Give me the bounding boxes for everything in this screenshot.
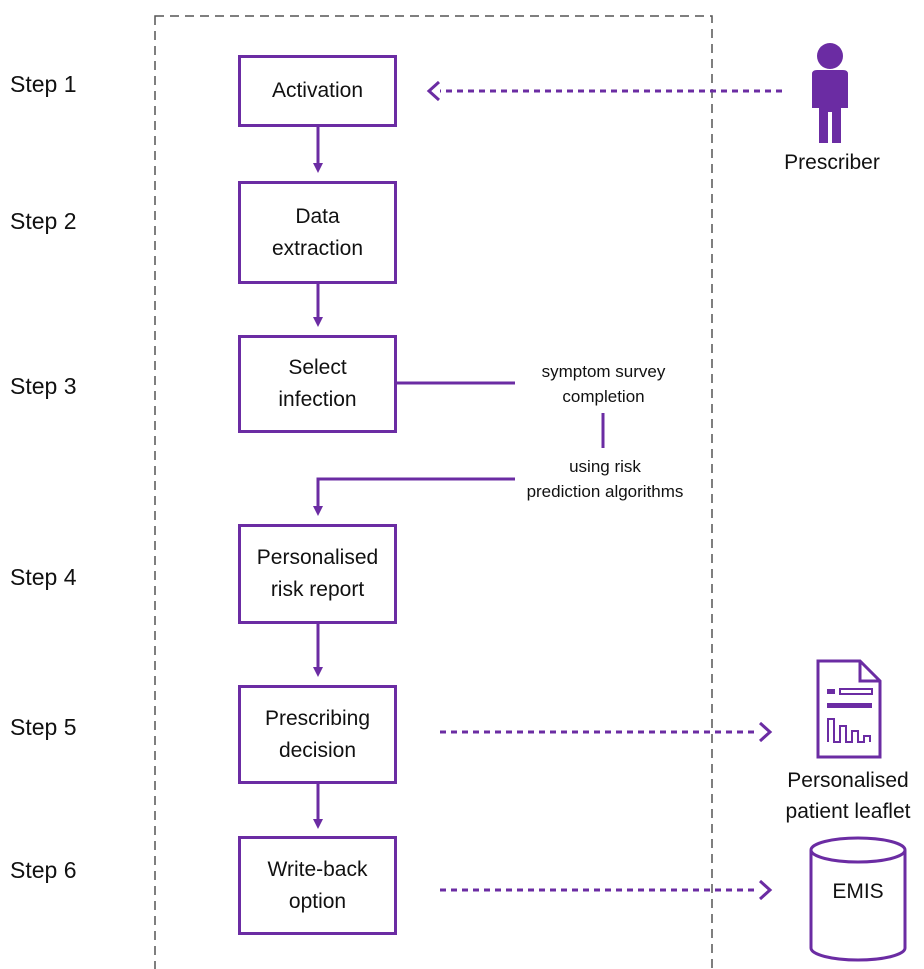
survey-note: symptom survey completion <box>516 359 691 409</box>
step-4-label: Step 4 <box>10 564 77 590</box>
flow-arrows <box>313 126 605 829</box>
person-icon <box>812 43 848 143</box>
document-chart-icon <box>816 659 882 759</box>
side-arrowheads <box>426 80 773 901</box>
algorithms-note: using risk prediction algorithms <box>515 454 695 504</box>
write-back-box: Write-back option <box>238 836 397 935</box>
database-icon <box>809 836 907 962</box>
step-3-label: Step 3 <box>10 373 77 399</box>
data-extraction-box: Data extraction <box>238 181 397 284</box>
prescribing-decision-box: Prescribing decision <box>238 685 397 784</box>
arrowhead-activation <box>426 80 441 102</box>
select-infection-box: Select infection <box>238 335 397 433</box>
system-boundary <box>154 15 713 969</box>
prescriber-label: Prescriber <box>784 151 880 174</box>
emis-label: EMIS <box>832 880 884 903</box>
arrowhead-emis <box>758 879 773 901</box>
step-5-label: Step 5 <box>10 714 77 740</box>
leaflet-label: Personalised patient leaflet <box>785 769 911 823</box>
arrowhead-leaflet <box>758 721 773 743</box>
step-6-label: Step 6 <box>10 857 77 883</box>
connector-algorithms-report <box>313 477 553 516</box>
activation-box: Activation <box>238 55 397 127</box>
risk-report-box: Personalised risk report <box>238 524 397 624</box>
step-1-label: Step 1 <box>10 71 77 97</box>
side-arrows <box>440 89 782 892</box>
step-2-label: Step 2 <box>10 208 77 234</box>
